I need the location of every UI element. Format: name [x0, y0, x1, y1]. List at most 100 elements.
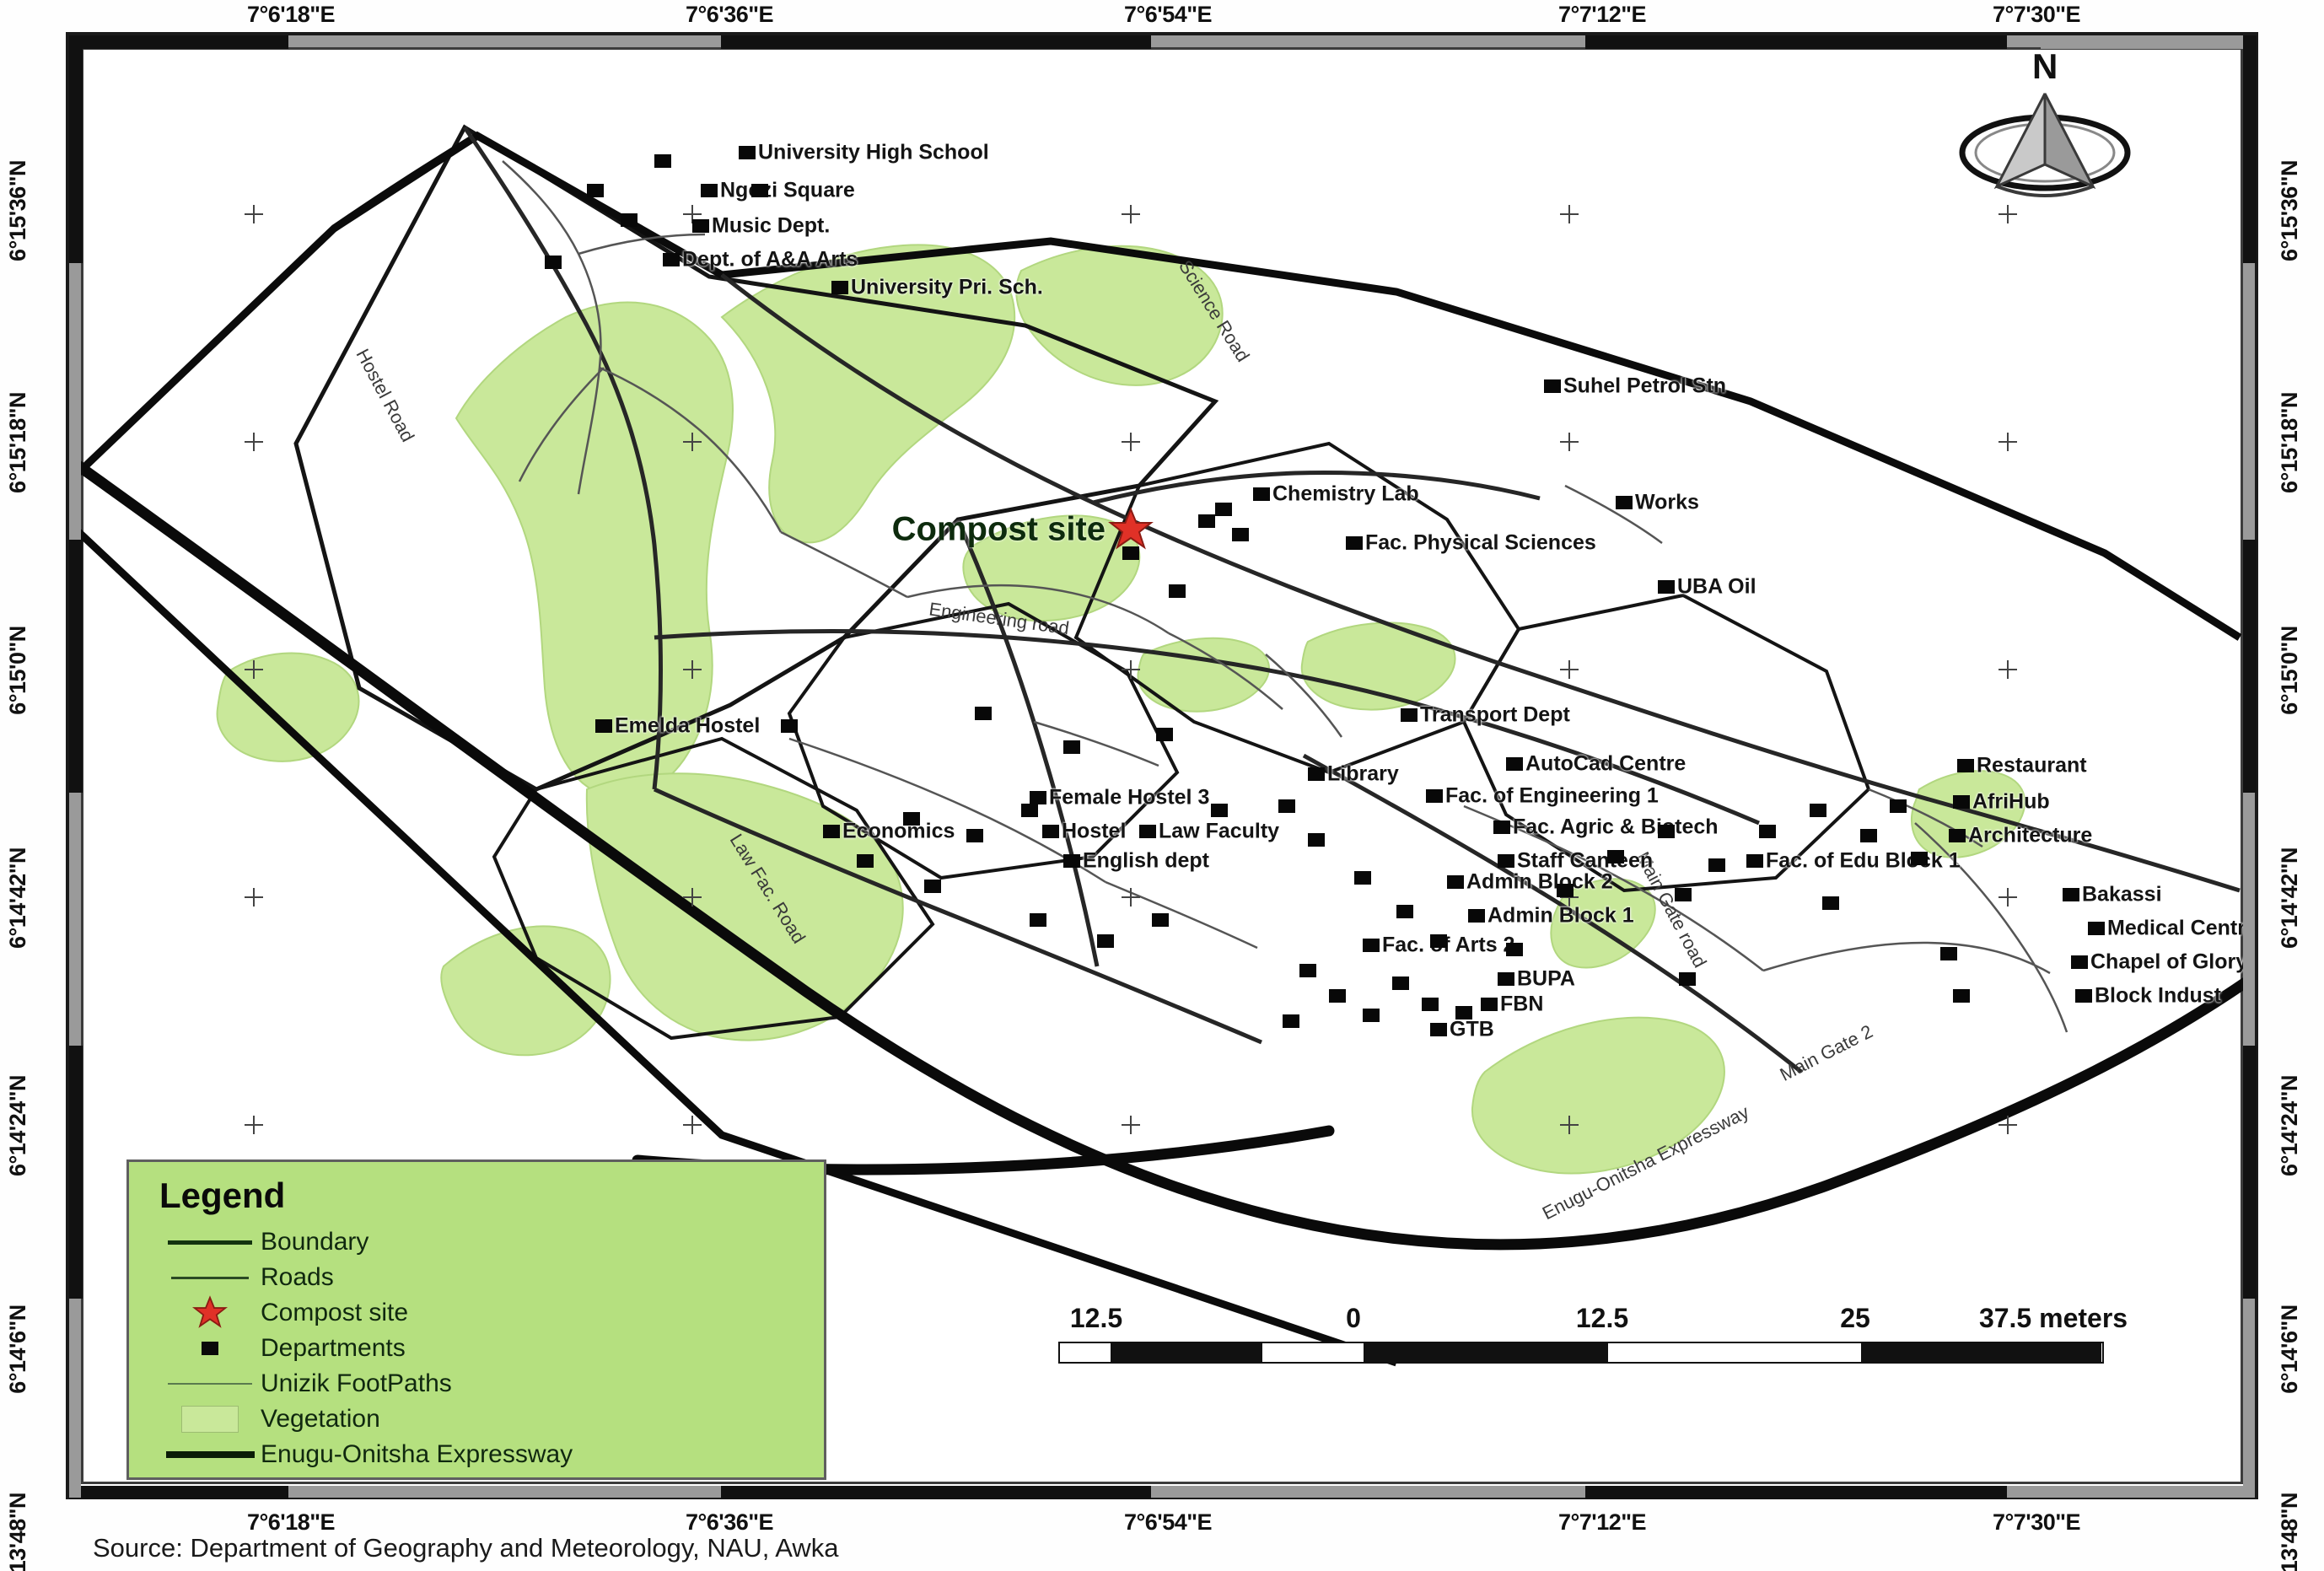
scale-seg	[1111, 1343, 1262, 1362]
department-marker[interactable]	[1506, 757, 1523, 771]
department-marker[interactable]	[1544, 379, 1561, 393]
axis-label-right-5: 6°14'6"N	[2277, 1305, 2302, 1394]
department-marker[interactable]	[663, 253, 680, 266]
department-marker[interactable]	[1455, 1006, 1472, 1020]
department-marker[interactable]	[692, 219, 709, 233]
department-marker[interactable]	[1021, 804, 1038, 817]
department-marker[interactable]	[545, 256, 562, 269]
department-marker[interactable]	[1493, 820, 1510, 834]
department-marker[interactable]	[781, 719, 798, 733]
department-marker[interactable]	[1506, 943, 1523, 956]
department-marker[interactable]	[1401, 708, 1418, 722]
department-marker[interactable]	[1810, 804, 1826, 817]
department-marker[interactable]	[1063, 854, 1080, 868]
department-marker[interactable]	[924, 880, 941, 893]
department-marker[interactable]	[1481, 998, 1498, 1011]
department-marker[interactable]	[903, 812, 920, 826]
department-marker[interactable]	[1675, 888, 1692, 901]
legend-item-departments: Departments	[159, 1331, 805, 1366]
department-label: FBN	[1500, 992, 1544, 1016]
department-marker[interactable]	[1447, 875, 1464, 889]
department-marker[interactable]	[1940, 947, 1957, 960]
department-marker[interactable]	[1953, 795, 1970, 809]
department-marker[interactable]	[1658, 580, 1675, 594]
department-marker[interactable]	[1308, 767, 1325, 781]
department-marker[interactable]	[1430, 1023, 1447, 1036]
department-marker[interactable]	[1746, 854, 1763, 868]
department-marker[interactable]	[1557, 884, 1574, 897]
department-marker[interactable]	[2088, 922, 2105, 935]
department-marker[interactable]	[1063, 740, 1080, 754]
department-marker[interactable]	[1097, 934, 1114, 948]
department-marker[interactable]	[1911, 852, 1928, 865]
department-marker[interactable]	[1426, 789, 1443, 803]
compost-site-marker	[1108, 507, 1154, 550]
department-marker[interactable]	[1822, 896, 1839, 910]
map-canvas[interactable]: Compost site Hostel Road Engineering roa…	[81, 47, 2243, 1484]
department-marker[interactable]	[857, 854, 874, 868]
department-marker[interactable]	[1679, 972, 1696, 986]
department-marker[interactable]	[1658, 825, 1675, 838]
department-marker[interactable]	[2075, 989, 2092, 1003]
department-marker[interactable]	[1278, 799, 1295, 813]
department-marker[interactable]	[975, 707, 992, 720]
department-marker[interactable]	[1498, 854, 1514, 868]
department-marker[interactable]	[701, 184, 718, 197]
department-marker[interactable]	[739, 146, 756, 159]
department-marker[interactable]	[621, 213, 637, 227]
department-marker[interactable]	[1198, 514, 1215, 528]
department-marker[interactable]	[1030, 913, 1046, 927]
department-marker[interactable]	[1169, 584, 1186, 598]
department-marker[interactable]	[1607, 850, 1624, 864]
department-marker[interactable]	[1860, 829, 1877, 842]
department-marker[interactable]	[1211, 804, 1228, 817]
department-marker[interactable]	[966, 829, 983, 842]
department-marker[interactable]	[823, 825, 840, 838]
department-marker[interactable]	[1346, 536, 1363, 550]
scale-seg	[1861, 1343, 2101, 1362]
department-marker[interactable]	[1363, 1009, 1380, 1022]
north-arrow-label: N	[2032, 46, 2058, 86]
department-marker[interactable]	[1354, 871, 1371, 885]
legend-label-footpaths: Unizik FootPaths	[261, 1369, 452, 1397]
axis-label-top-2: 7°6'54"E	[1123, 2, 1213, 27]
department-marker[interactable]	[1042, 825, 1059, 838]
department-marker[interactable]	[595, 719, 612, 733]
department-marker[interactable]	[587, 184, 604, 197]
department-marker[interactable]	[1308, 833, 1325, 847]
department-marker[interactable]	[1253, 487, 1270, 501]
axis-label-right-0: 6°15'36"N	[2277, 159, 2302, 262]
department-marker[interactable]	[1890, 799, 1907, 813]
department-marker[interactable]	[1498, 972, 1514, 986]
department-marker[interactable]	[1122, 546, 1139, 560]
department-marker[interactable]	[1363, 939, 1380, 952]
department-marker[interactable]	[1708, 858, 1725, 872]
department-marker[interactable]	[1430, 934, 1447, 948]
campus-outline-layer	[81, 131, 2242, 1367]
department-marker[interactable]	[2063, 888, 2079, 901]
department-marker[interactable]	[654, 154, 671, 168]
department-marker[interactable]	[1759, 825, 1776, 838]
department-marker[interactable]	[1422, 998, 1439, 1011]
department-marker[interactable]	[1283, 1014, 1299, 1028]
department-marker[interactable]	[1152, 913, 1169, 927]
department-marker[interactable]	[1139, 825, 1156, 838]
department-marker[interactable]	[1215, 503, 1232, 516]
department-marker[interactable]	[1299, 964, 1316, 977]
neatline-seg	[2243, 540, 2257, 793]
department-marker[interactable]	[1030, 791, 1046, 804]
department-marker[interactable]	[1392, 976, 1409, 990]
department-marker[interactable]	[1329, 989, 1346, 1003]
department-marker[interactable]	[1468, 909, 1485, 923]
department-marker[interactable]	[1156, 728, 1173, 741]
department-marker[interactable]	[1949, 829, 1966, 842]
department-marker[interactable]	[1616, 496, 1633, 509]
department-marker[interactable]	[1953, 989, 1970, 1003]
department-marker[interactable]	[1957, 759, 1974, 772]
department-marker[interactable]	[1396, 905, 1413, 918]
department-marker[interactable]	[1232, 528, 1249, 541]
department-marker[interactable]	[831, 281, 848, 294]
department-label: Music Dept.	[712, 213, 831, 238]
department-marker[interactable]	[2071, 955, 2088, 969]
department-marker[interactable]	[751, 184, 768, 197]
